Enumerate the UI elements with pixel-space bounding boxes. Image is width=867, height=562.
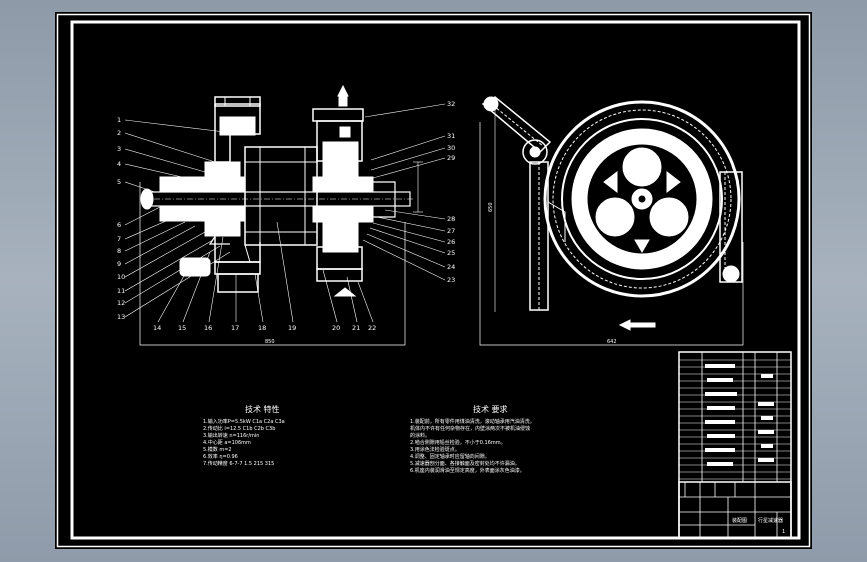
parts-row-text [761,416,773,420]
note-left-line: 2.传动比 i=12.5 C1b C2b C3b [203,425,275,432]
balloon-31: 31 [447,132,455,140]
balloon-27: 27 [447,227,455,235]
balloon-20: 20 [332,324,340,332]
balloon-19: 19 [288,324,296,332]
balloon-16: 16 [204,324,212,332]
leader-lines-left [124,103,446,323]
note-left-line: 1.输入功率P=5.5kW C1a C2a C3a [203,418,285,425]
notes-right-heading: 技术 要求 [473,404,508,414]
balloon-3: 3 [117,145,121,153]
balloon-26: 26 [447,238,455,246]
parts-row-text [707,462,733,466]
parts-row-text [705,448,735,452]
note-right-line: 1.装配前，所有零件用煤油清洗，滚动轴承用汽油清洗， [410,418,535,425]
balloon-18: 18 [258,324,266,332]
note-right-line: 机体内不许有任何杂物存在，内壁涂两次不被机油侵蚀 [410,425,530,432]
parts-row-text [761,374,773,378]
balloon-29: 29 [447,154,455,162]
balloon-1: 1 [117,116,121,124]
inner-border [70,20,801,540]
parts-row-text [707,406,735,410]
title-sheet: 1 [782,529,785,535]
parts-list [678,351,792,539]
balloon-22: 22 [368,324,376,332]
balloon-6: 6 [117,221,121,229]
dim-right-width: 642 [607,339,617,345]
dim-right-height: 650 [488,202,494,212]
balloon-11: 11 [117,287,125,295]
note-right-line: 的涂料。 [410,432,430,439]
note-left-line: 4.中心距 a=106mm [203,439,251,446]
balloon-15: 15 [178,324,186,332]
balloon-12: 12 [117,299,125,307]
note-right-line: 3.用涂色法检验斑点。 [410,446,460,453]
parts-row-text [705,364,735,368]
balloon-14: 14 [153,324,161,332]
balloon-24: 24 [447,263,455,271]
title-assembly-label: 装配图 [732,517,747,524]
balloon-7: 7 [117,235,121,243]
note-left-line: 7.传动精度 6-7-7 1.5 215 315 [203,460,274,467]
title-block [678,481,792,539]
end-view [479,96,744,346]
balloon-8: 8 [117,247,121,255]
note-left-line: 5.模数 m=2 [203,446,232,453]
parts-row-text [758,430,774,434]
balloon-23: 23 [447,276,455,284]
note-right-line: 6.机座内装润滑油至规定高度，外表面涂灰色油漆。 [410,467,525,474]
balloon-13: 13 [117,313,125,321]
parts-row-text [705,392,737,396]
parts-row-text [705,420,735,424]
section-view [139,84,423,346]
notes-left-heading: 技术 特性 [245,404,280,414]
note-right-line: 5.减速器剖分面、各接触面及密封处均不许漏油。 [410,460,520,467]
note-left-line: 3.输出转速 n=116r/min [203,432,259,439]
dim-left-width: 850 [265,339,275,345]
vent-cap [337,84,349,97]
title-drawing-name: 行星减速器 [758,517,783,524]
balloon-5: 5 [117,178,121,186]
balloon-32: 32 [447,100,455,108]
balloon-25: 25 [447,249,455,257]
section-arrow-icon [618,319,656,331]
note-right-line: 4.调整、固定轴承时应留轴向间隙。 [410,453,490,460]
parts-row-text [758,402,774,406]
notes-right: 1.装配前，所有零件用煤油清洗，滚动轴承用汽油清洗， 机体内不许有任何杂物存在，… [410,418,535,474]
balloon-30: 30 [447,144,455,152]
balloon-4: 4 [117,160,121,168]
balloon-9: 9 [117,260,121,268]
outer-border [56,13,811,548]
note-left-line: 6.效率 η=0.96 [203,453,238,460]
parts-row-text [707,434,735,438]
balloon-21: 21 [352,324,360,332]
parts-row-text [761,444,773,448]
balloon-10: 10 [117,273,125,281]
parts-row-text [758,458,774,462]
balloon-28: 28 [447,215,455,223]
parts-row-text [707,378,733,382]
note-right-line: 2.啮合侧隙用铅丝检验，不小于0.16mm。 [410,439,506,446]
balloon-2: 2 [117,129,121,137]
balloon-17: 17 [231,324,239,332]
